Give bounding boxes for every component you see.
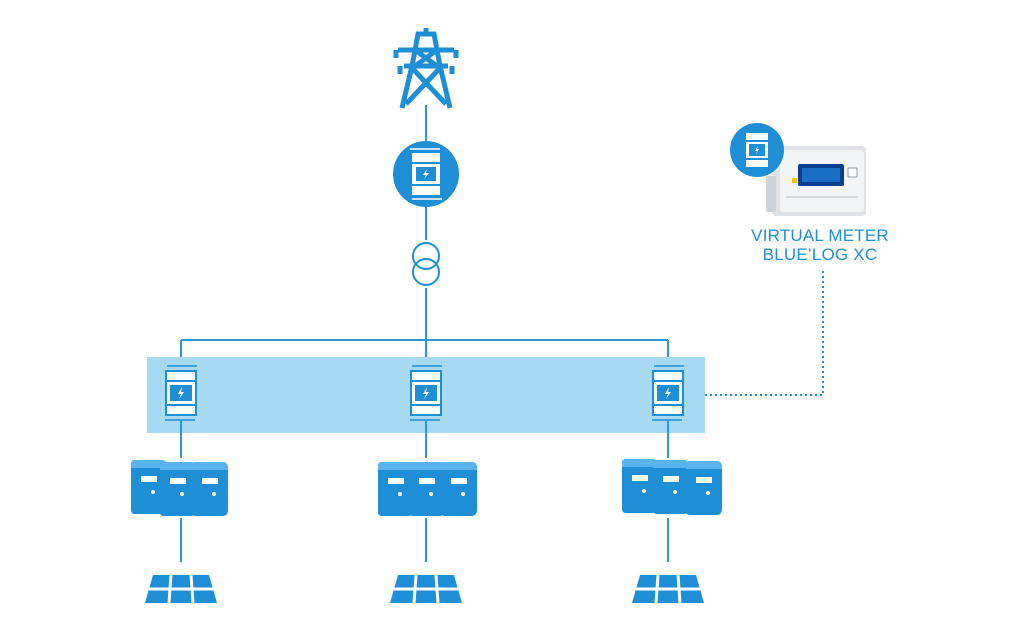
branch-meter-3 — [652, 365, 684, 421]
inverter-icon — [441, 462, 477, 516]
inverter-icon — [409, 462, 445, 516]
virtual-meter-icon — [730, 123, 784, 177]
inverter-group-2 — [378, 462, 477, 516]
inverter-icon — [653, 460, 689, 514]
main-meter — [393, 141, 459, 207]
inverter-icon — [160, 462, 196, 516]
inverter-icon — [622, 459, 658, 513]
inverter-icon — [686, 461, 722, 515]
transmission-tower-icon — [393, 28, 459, 109]
datalogger-device-icon — [766, 146, 866, 216]
solar-panel-icon — [388, 573, 464, 605]
branch-meter-1 — [165, 365, 197, 421]
virtual-meter-label: VIRTUAL METER BLUE’LOG XC — [720, 226, 920, 264]
inverter-group-3 — [622, 459, 722, 515]
solar-panel-icon — [143, 573, 219, 605]
inverter-icon — [378, 462, 414, 516]
virtual-meter-label-line2: BLUE’LOG XC — [762, 245, 878, 264]
inverter-icon — [192, 462, 228, 516]
virtual-meter-label-line1: VIRTUAL METER — [751, 226, 889, 245]
solar-panel-icon — [630, 573, 706, 605]
inverter-group-1 — [131, 460, 228, 516]
virtual-link-dotted — [705, 268, 824, 396]
transformer-icon — [412, 242, 440, 286]
branch-meter-2 — [410, 365, 442, 421]
